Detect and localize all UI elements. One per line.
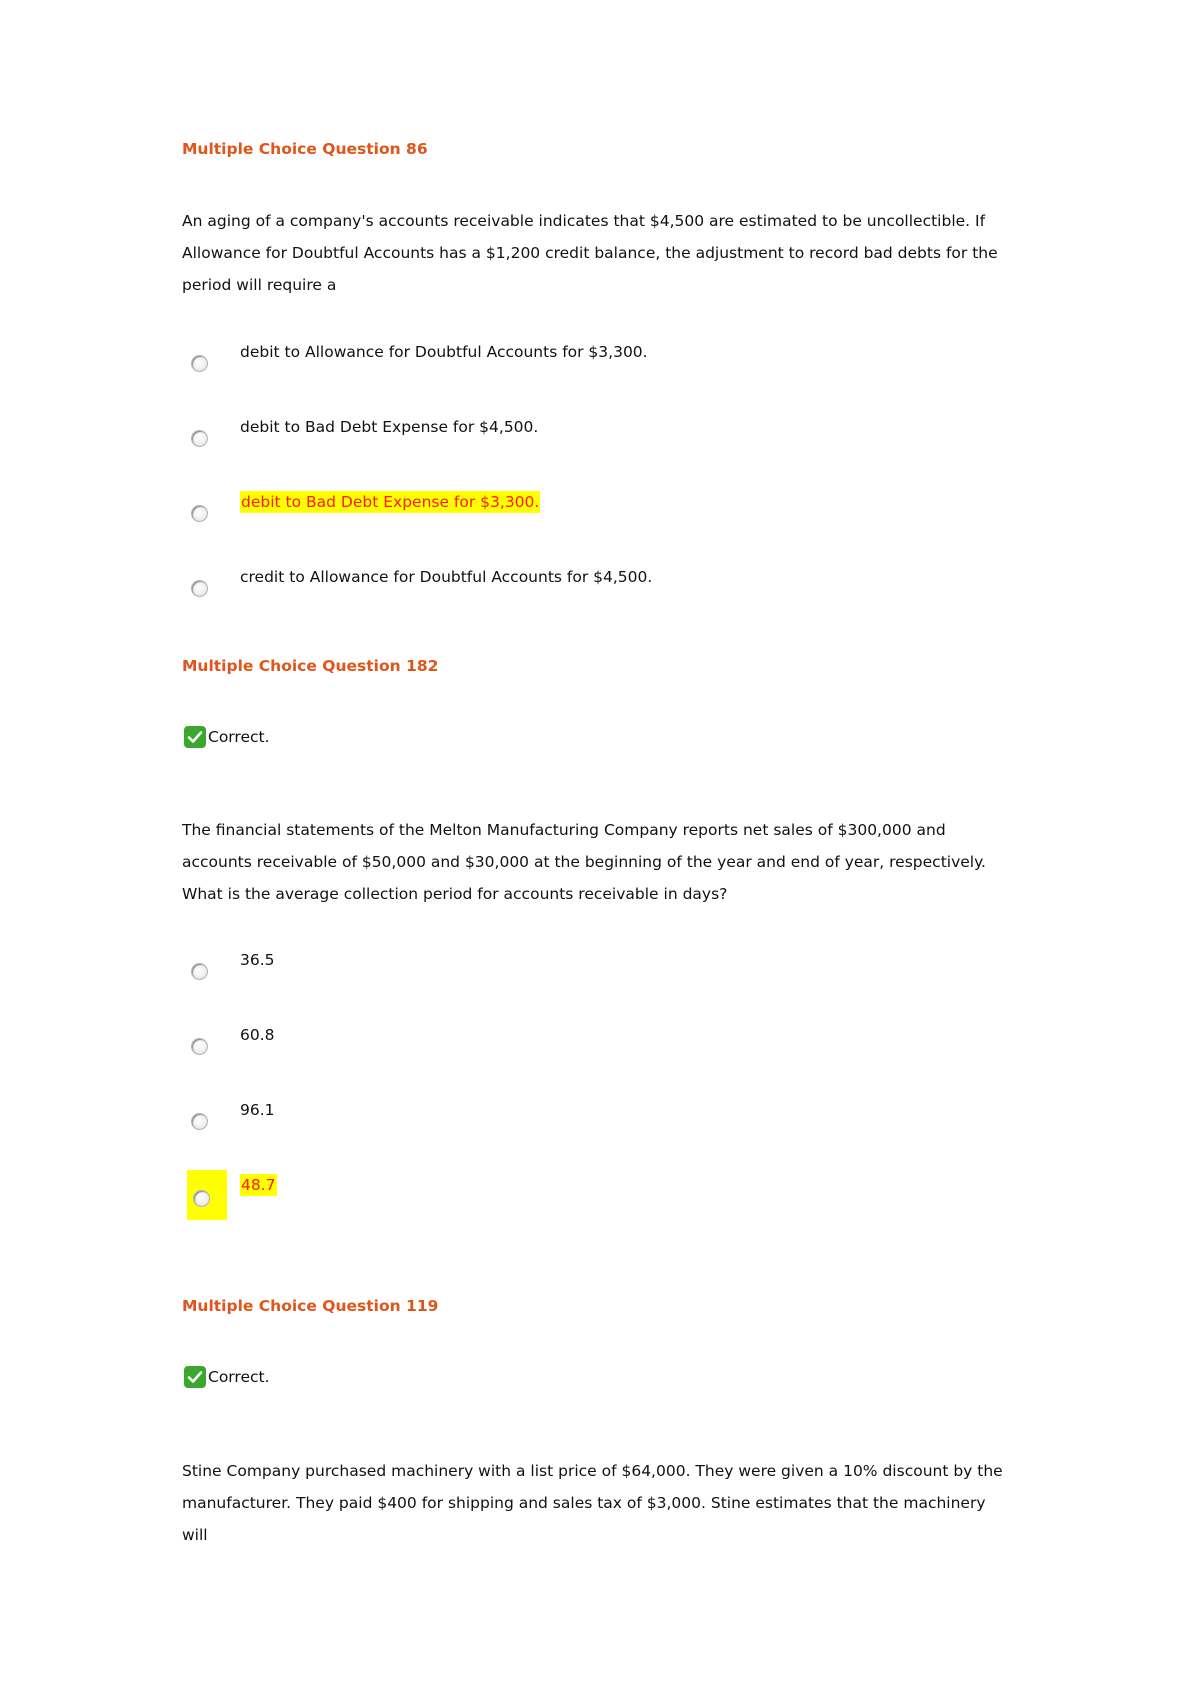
option-label-highlighted: 48.7: [240, 1174, 277, 1196]
option-label-highlighted: debit to Bad Debt Expense for $3,300.: [240, 491, 541, 513]
option-label: credit to Allowance for Doubtful Account…: [240, 568, 653, 586]
radio-button[interactable]: [186, 949, 222, 993]
question-182-option-4[interactable]: 48.7: [182, 1170, 982, 1220]
question-86-option-1[interactable]: debit to Allowance for Doubtful Accounts…: [182, 341, 982, 381]
option-label: 96.1: [240, 1101, 275, 1119]
option-label: 36.5: [240, 951, 275, 969]
question-86-text: An aging of a company's accounts receiva…: [182, 212, 998, 294]
question-182-option-1[interactable]: 36.5: [182, 949, 982, 989]
radio-button[interactable]: [186, 1099, 222, 1143]
question-182-title: Multiple Choice Question 182: [182, 657, 439, 675]
status-text: Correct.: [208, 1368, 270, 1386]
option-label: debit to Allowance for Doubtful Accounts…: [240, 343, 648, 361]
question-119-title: Multiple Choice Question 119: [182, 1297, 439, 1315]
question-182-option-2[interactable]: 60.8: [182, 1024, 982, 1064]
option-label: debit to Bad Debt Expense for $4,500.: [240, 418, 539, 436]
question-182-text: The financial statements of the Melton M…: [182, 821, 986, 903]
question-182-option-3[interactable]: 96.1: [182, 1099, 982, 1139]
radio-button[interactable]: [186, 341, 222, 385]
radio-button-highlighted[interactable]: [187, 1170, 227, 1220]
checkmark-icon: [184, 1366, 206, 1388]
option-label: 60.8: [240, 1026, 275, 1044]
question-86-option-2[interactable]: debit to Bad Debt Expense for $4,500.: [182, 416, 982, 456]
question-86-option-3[interactable]: debit to Bad Debt Expense for $3,300.: [182, 491, 982, 531]
question-119-status: Correct.: [184, 1366, 270, 1388]
question-182-status: Correct.: [184, 726, 270, 748]
radio-button[interactable]: [186, 1024, 222, 1068]
question-119-text: Stine Company purchased machinery with a…: [182, 1462, 1003, 1544]
question-86-title: Multiple Choice Question 86: [182, 140, 428, 158]
status-text: Correct.: [208, 728, 270, 746]
question-86-option-4[interactable]: credit to Allowance for Doubtful Account…: [182, 566, 982, 606]
checkmark-icon: [184, 726, 206, 748]
radio-button[interactable]: [186, 491, 222, 535]
radio-button[interactable]: [186, 416, 222, 460]
radio-button[interactable]: [186, 566, 222, 610]
